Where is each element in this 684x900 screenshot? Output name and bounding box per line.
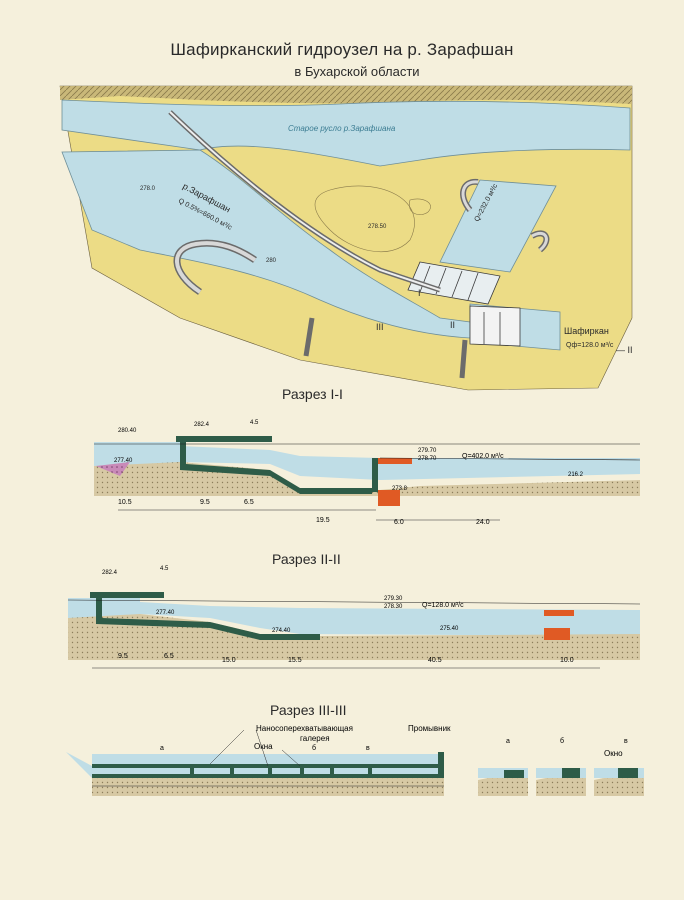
- land-area: [59, 85, 633, 391]
- marker-i: I: [418, 288, 421, 298]
- flushing-label: Промывник: [408, 724, 451, 733]
- s2-dim-405: 40.5: [428, 657, 442, 664]
- s1-dim-60: 6.0: [394, 519, 404, 526]
- canal-name-label: Шафиркан: [564, 326, 609, 336]
- embankment-road: [168, 110, 441, 293]
- gallery-label-2: галерея: [300, 734, 330, 743]
- marker-iii: III: [376, 322, 384, 332]
- s2-elev-2824: 282.4: [102, 570, 118, 576]
- page-title: Шафирканский гидроузел на р. Зарафшан: [170, 40, 514, 59]
- s2-dim-150: 15.0: [222, 657, 236, 664]
- s2-elev-27930: 279.30: [384, 596, 403, 602]
- mark-a-main: а: [160, 745, 164, 752]
- upper-bank: [60, 86, 632, 104]
- dam-structure: [407, 261, 521, 347]
- mark-b-main: б: [312, 744, 316, 752]
- s2-flow: Q=128.0 м³/с: [422, 602, 464, 609]
- s1-dim-95: 9.5: [200, 499, 210, 506]
- elev-278-0: 278.0: [140, 186, 156, 192]
- s2-elev-27440: 274.40: [272, 628, 291, 634]
- river-flow-label: Q 0.5%=660.0 м³/с: [177, 198, 233, 232]
- section-2-title: Разрез II-II: [272, 551, 341, 567]
- s2-dim-95: 9.5: [118, 653, 128, 660]
- old-channel-water: [61, 99, 631, 167]
- s1-elev-27970: 279.70: [418, 448, 437, 454]
- marker-ii-end: — II: [616, 345, 633, 355]
- s1-dim-195: 19.5: [316, 517, 330, 524]
- gallery-label-1: Наносоперехватывающая: [256, 724, 353, 733]
- right-training-wall: [460, 178, 479, 212]
- shafirkan-canal-water: [469, 303, 561, 351]
- s1-elev-2824: 282.4: [194, 422, 210, 428]
- old-channel-label: Старое русло р.Зарафшана: [288, 124, 396, 133]
- s2-elev-27540: 275.40: [440, 626, 459, 632]
- s2-dim-100: 10.0: [560, 657, 574, 664]
- s1-dim-45: 4.5: [250, 420, 259, 426]
- right-canal-water: [439, 179, 557, 273]
- s1-flow: Q=402.0 м³/с: [462, 453, 504, 460]
- mark-b-detail: б: [560, 737, 564, 745]
- section-1-title: Разрез I-I: [282, 386, 343, 402]
- river-water: [61, 149, 471, 339]
- mark-v-detail: в: [624, 738, 628, 745]
- river-name-label: р.Зарафшан: [181, 181, 232, 215]
- canal-right-flow-label: Q=232.0 м³/с: [474, 182, 500, 222]
- s2-dim-45: 4.5: [160, 566, 169, 572]
- marker-ii: II: [450, 320, 455, 330]
- windows-label: Окна: [254, 742, 273, 751]
- s1-elev-27740: 277.40: [114, 458, 133, 464]
- s1-elev-27870: 278.70: [418, 456, 437, 462]
- page-subtitle: в Бухарской области: [294, 64, 420, 79]
- mark-a-detail: а: [506, 738, 510, 745]
- s1-dim-65: 6.5: [244, 499, 254, 506]
- detail-a: а: [478, 738, 528, 796]
- detail-v: в Окно: [594, 738, 644, 796]
- left-training-wall: [173, 239, 257, 295]
- elev-280: 280: [266, 258, 277, 264]
- s1-elev-2738: 273.8: [392, 486, 408, 492]
- s1-elev-2162: 216.2: [568, 472, 584, 478]
- s1-dim-105: 10.5: [118, 499, 132, 506]
- s2-dim-155: 15.5: [288, 657, 302, 664]
- canal-flow-label: Qф=128.0 м³/с: [566, 342, 614, 349]
- s2-dim-65: 6.5: [164, 653, 174, 660]
- s1-dim-240: 24.0: [476, 519, 490, 526]
- section-3-title: Разрез III-III: [270, 702, 347, 718]
- elev-278-50: 278.50: [368, 224, 387, 230]
- s1-elev-28040: 280.40: [118, 428, 137, 434]
- s2-elev-27740: 277.40: [156, 610, 175, 616]
- s2-elev-27830: 278.30: [384, 604, 403, 610]
- detail-b: б: [536, 737, 586, 796]
- window-label: Окно: [604, 749, 623, 758]
- island-contours: [314, 185, 415, 253]
- mark-v-main: в: [366, 745, 370, 752]
- canal-wall: [530, 230, 550, 253]
